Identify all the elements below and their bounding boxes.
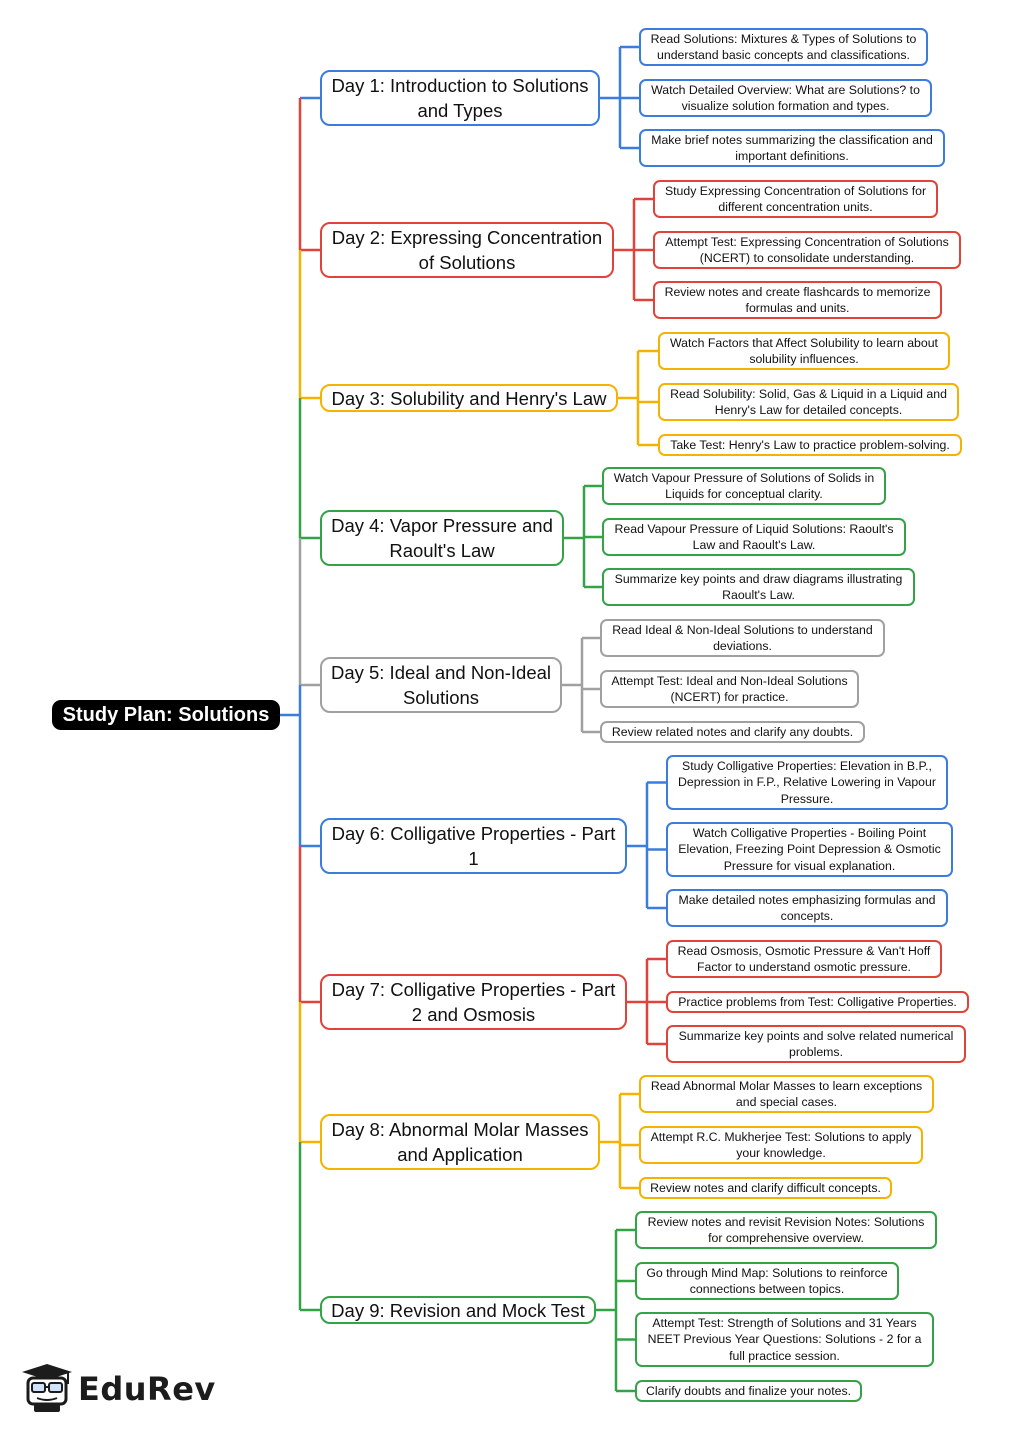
task-node: Practice problems from Test: Colligative… <box>666 991 969 1013</box>
day-node-3: Day 3: Solubility and Henry's Law <box>320 384 618 412</box>
task-node: Review notes and clarify difficult conce… <box>639 1177 892 1199</box>
day-node-5: Day 5: Ideal and Non-Ideal Solutions <box>320 657 562 713</box>
task-node: Summarize key points and solve related n… <box>666 1025 966 1063</box>
task-node: Read Ideal & Non-Ideal Solutions to unde… <box>600 619 885 657</box>
day-node-2: Day 2: Expressing Concentration of Solut… <box>320 222 614 278</box>
day-node-8: Day 8: Abnormal Molar Masses and Applica… <box>320 1114 600 1170</box>
task-node: Read Abnormal Molar Masses to learn exce… <box>639 1075 934 1113</box>
task-node: Make detailed notes emphasizing formulas… <box>666 889 948 927</box>
task-node: Summarize key points and draw diagrams i… <box>602 568 915 606</box>
graduate-mascot-icon <box>22 1364 72 1412</box>
task-node: Attempt Test: Expressing Concentration o… <box>653 231 961 269</box>
task-node: Watch Factors that Affect Solubility to … <box>658 332 950 370</box>
day-node-1: Day 1: Introduction to Solutions and Typ… <box>320 70 600 126</box>
day-node-7: Day 7: Colligative Properties - Part 2 a… <box>320 974 627 1030</box>
brand-name: EduRev <box>78 1370 216 1408</box>
day-node-6: Day 6: Colligative Properties - Part 1 <box>320 818 627 874</box>
task-node: Review related notes and clarify any dou… <box>600 721 865 743</box>
task-node: Watch Vapour Pressure of Solutions of So… <box>602 467 886 505</box>
day-node-4: Day 4: Vapor Pressure and Raoult's Law <box>320 510 564 566</box>
task-node: Make brief notes summarizing the classif… <box>639 129 945 167</box>
task-node: Review notes and revisit Revision Notes:… <box>635 1211 937 1249</box>
task-node: Study Expressing Concentration of Soluti… <box>653 180 938 218</box>
task-node: Clarify doubts and finalize your notes. <box>635 1380 862 1402</box>
mindmap-root: Study Plan: Solutions <box>52 700 280 730</box>
task-node: Study Colligative Properties: Elevation … <box>666 755 948 810</box>
task-node: Attempt R.C. Mukherjee Test: Solutions t… <box>639 1126 923 1164</box>
task-node: Watch Colligative Properties - Boiling P… <box>666 822 953 877</box>
task-node: Attempt Test: Strength of Solutions and … <box>635 1312 934 1367</box>
task-node: Read Solutions: Mixtures & Types of Solu… <box>639 28 928 66</box>
task-node: Read Solubility: Solid, Gas & Liquid in … <box>658 383 959 421</box>
task-node: Take Test: Henry's Law to practice probl… <box>658 434 962 456</box>
task-node: Read Vapour Pressure of Liquid Solutions… <box>602 518 906 556</box>
task-node: Watch Detailed Overview: What are Soluti… <box>639 79 932 117</box>
day-node-9: Day 9: Revision and Mock Test <box>320 1296 596 1324</box>
task-node: Go through Mind Map: Solutions to reinfo… <box>635 1262 899 1300</box>
task-node: Review notes and create flashcards to me… <box>653 281 942 319</box>
task-node: Read Osmosis, Osmotic Pressure & Van't H… <box>666 940 942 978</box>
task-node: Attempt Test: Ideal and Non-Ideal Soluti… <box>600 670 859 708</box>
